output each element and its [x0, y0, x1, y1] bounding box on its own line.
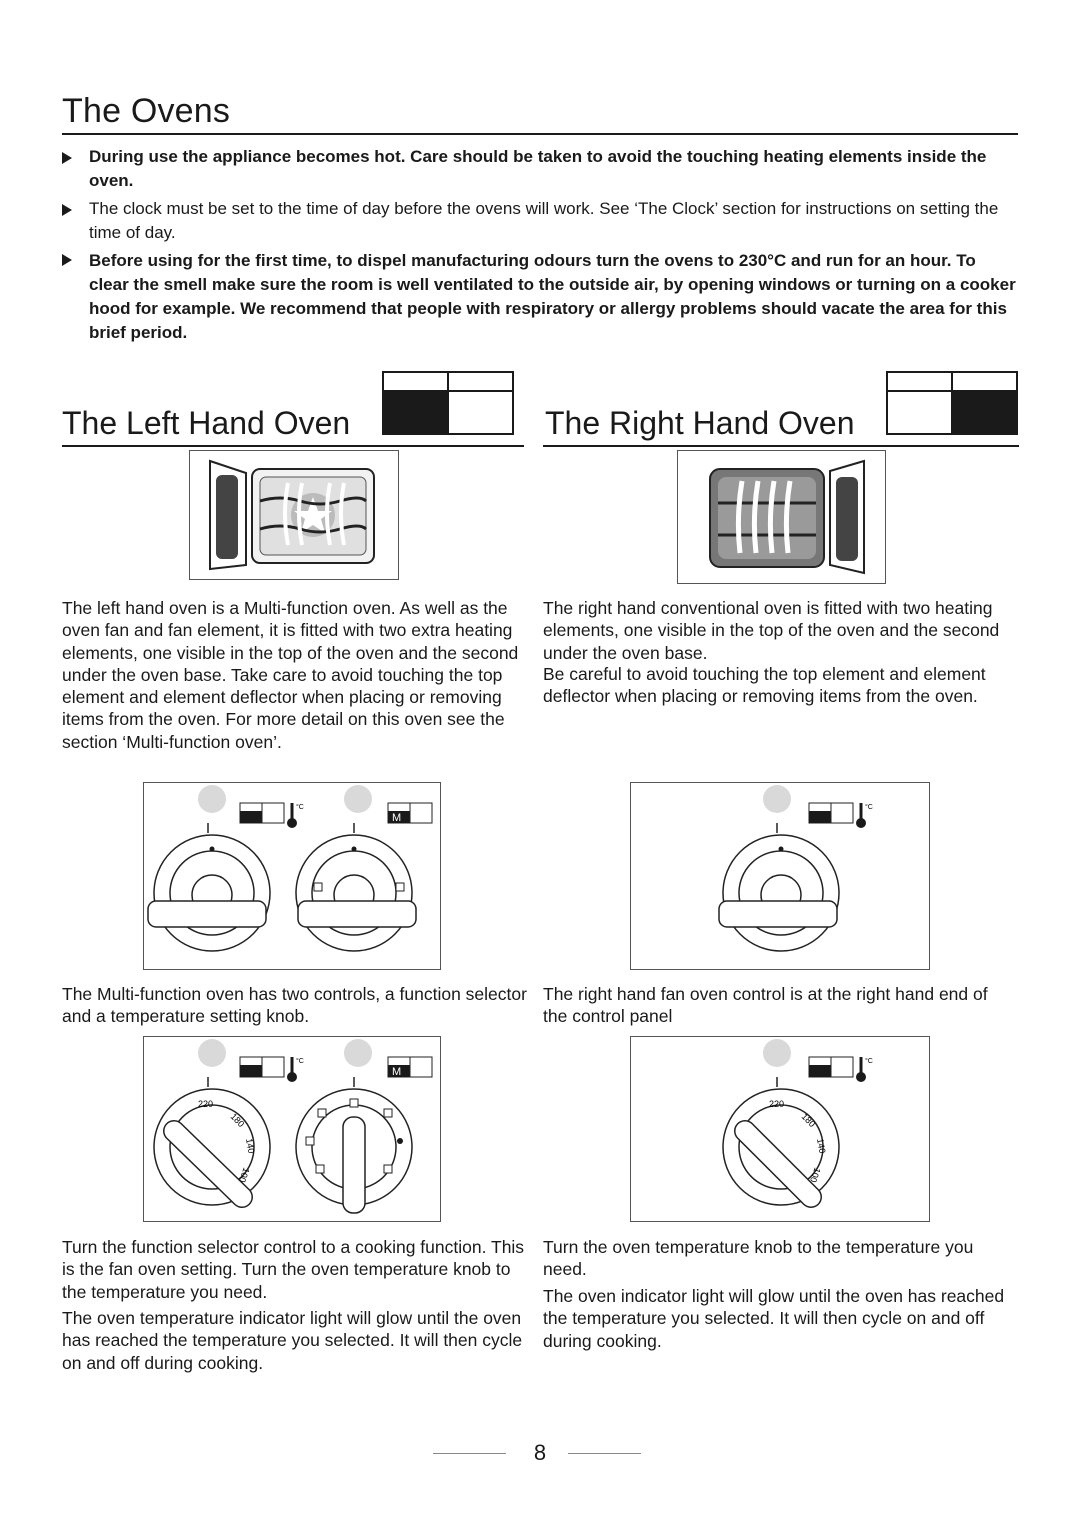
indicator-light-icon — [763, 1039, 791, 1067]
left-controls-caption: The Multi-function oven has two controls… — [62, 984, 527, 1027]
right-control-panel-off: °C — [630, 782, 930, 970]
svg-text:°C: °C — [865, 1057, 873, 1065]
right-oven-heading: The Right Hand Oven — [545, 405, 855, 441]
right-oven-cavity-icon — [709, 459, 865, 575]
left-turn-caption-2: The oven temperature indicator light wil… — [62, 1308, 523, 1373]
svg-text:°C: °C — [296, 1057, 304, 1065]
left-turn-caption-1: Turn the function selector control to a … — [62, 1237, 525, 1302]
left-control-panel-on: M °C 220 180 140 100 — [143, 1036, 441, 1222]
svg-text:°C: °C — [865, 803, 873, 811]
page-title: The Ovens — [62, 92, 231, 130]
right-oven-description-1: The right hand conventional oven is fitt… — [543, 598, 1000, 663]
right-oven-description-2: Be careful to avoid touching the top ele… — [543, 664, 986, 707]
page-number: 8 — [533, 1440, 547, 1465]
svg-text:220: 220 — [769, 1099, 784, 1109]
indicator-light-icon — [344, 785, 372, 813]
right-turn-caption-1: Turn the oven temperature knob to the te… — [543, 1237, 974, 1280]
left-oven-illustration — [189, 450, 399, 580]
svg-text:°C: °C — [296, 803, 304, 811]
indicator-light-icon — [198, 1039, 226, 1067]
svg-text:100: 100 — [237, 1166, 252, 1184]
svg-text:140: 140 — [815, 1138, 827, 1155]
first-use-paragraph: Before using for the first time, to disp… — [89, 251, 1016, 342]
svg-text:100: 100 — [808, 1166, 823, 1184]
warning-paragraph: During use the appliance becomes hot. Ca… — [89, 147, 987, 190]
left-oven-cavity-icon — [209, 459, 375, 571]
footer-rule-left — [433, 1453, 506, 1454]
title-rule — [62, 133, 1018, 135]
left-oven-rule — [62, 445, 524, 447]
svg-text:220: 220 — [198, 1099, 213, 1109]
right-control-panel-on: °C 220 180 140 100 — [630, 1036, 930, 1222]
svg-text:M: M — [392, 1066, 401, 1078]
svg-text:M: M — [392, 812, 401, 824]
left-control-panel-off: M °C — [143, 782, 441, 970]
clock-note-paragraph: The clock must be set to the time of day… — [89, 199, 999, 242]
indicator-light-icon — [344, 1039, 372, 1067]
footer-rule-right — [568, 1453, 641, 1454]
right-oven-panel-icon — [886, 371, 1018, 435]
right-turn-caption-2: The oven indicator light will glow until… — [543, 1286, 1005, 1351]
right-oven-rule — [543, 445, 1019, 447]
svg-text:140: 140 — [244, 1138, 256, 1155]
left-oven-description: The left hand oven is a Multi-function o… — [62, 598, 519, 752]
right-controls-caption: The right hand fan oven control is at th… — [543, 984, 988, 1027]
info-bullet-icon — [62, 204, 72, 216]
indicator-light-icon — [763, 785, 791, 813]
first-use-bullet-icon — [62, 254, 72, 266]
warning-bullet-icon — [62, 152, 72, 164]
left-oven-panel-icon — [382, 371, 514, 435]
right-oven-illustration — [677, 450, 886, 584]
indicator-light-icon — [198, 785, 226, 813]
left-oven-heading: The Left Hand Oven — [62, 405, 351, 441]
